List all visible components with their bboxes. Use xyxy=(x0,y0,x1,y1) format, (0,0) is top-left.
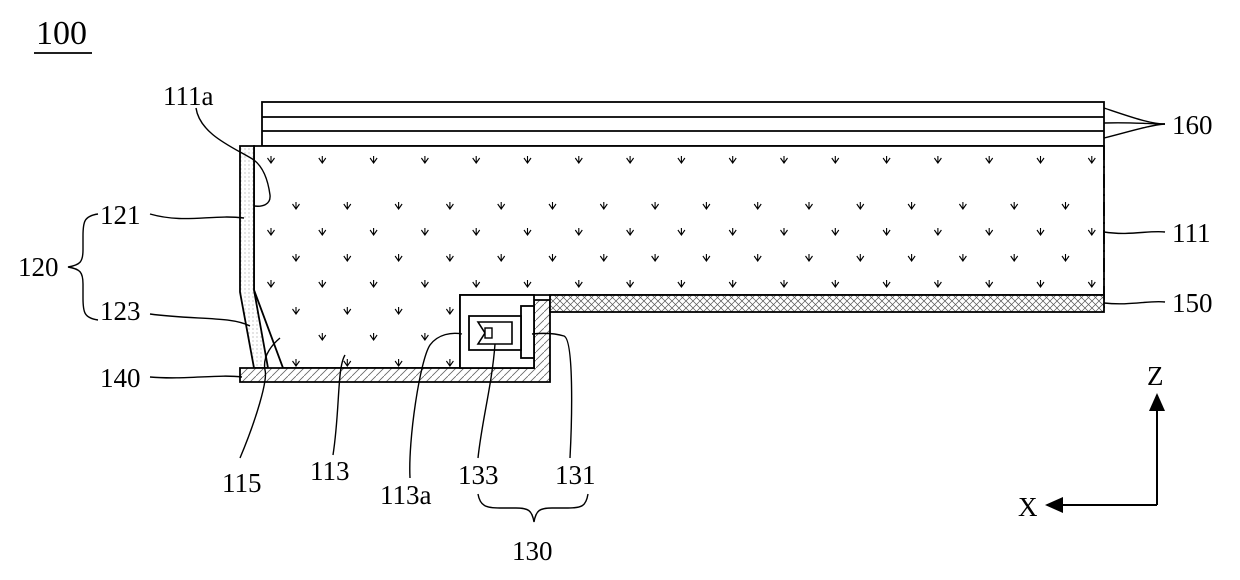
axis-label-x: X xyxy=(1018,492,1038,522)
brace-130 xyxy=(478,494,588,522)
label-121: 121 xyxy=(100,200,141,230)
figure-title: 100 xyxy=(36,15,87,52)
label-140: 140 xyxy=(100,363,141,393)
label-123: 123 xyxy=(100,296,141,326)
label-111: 111 xyxy=(1172,218,1211,248)
optical-films-160 xyxy=(262,102,1104,146)
label-160: 160 xyxy=(1172,110,1213,140)
coordinate-axes: Z X xyxy=(1018,361,1164,522)
light-guide-plate xyxy=(254,146,1104,368)
brace-120 xyxy=(68,214,98,320)
label-111a: 111a xyxy=(163,81,213,111)
label-150: 150 xyxy=(1172,288,1213,318)
label-113: 113 xyxy=(310,456,350,486)
label-120: 120 xyxy=(18,252,59,282)
light-source-module-130 xyxy=(460,295,534,368)
label-113a: 113a xyxy=(380,480,431,510)
axis-label-z: Z xyxy=(1147,361,1164,391)
reflector-150 xyxy=(550,295,1104,312)
label-130: 130 xyxy=(512,536,553,566)
label-131: 131 xyxy=(555,460,596,490)
label-115: 115 xyxy=(222,468,262,498)
circuit-board-131 xyxy=(521,306,534,358)
label-133: 133 xyxy=(458,460,499,490)
